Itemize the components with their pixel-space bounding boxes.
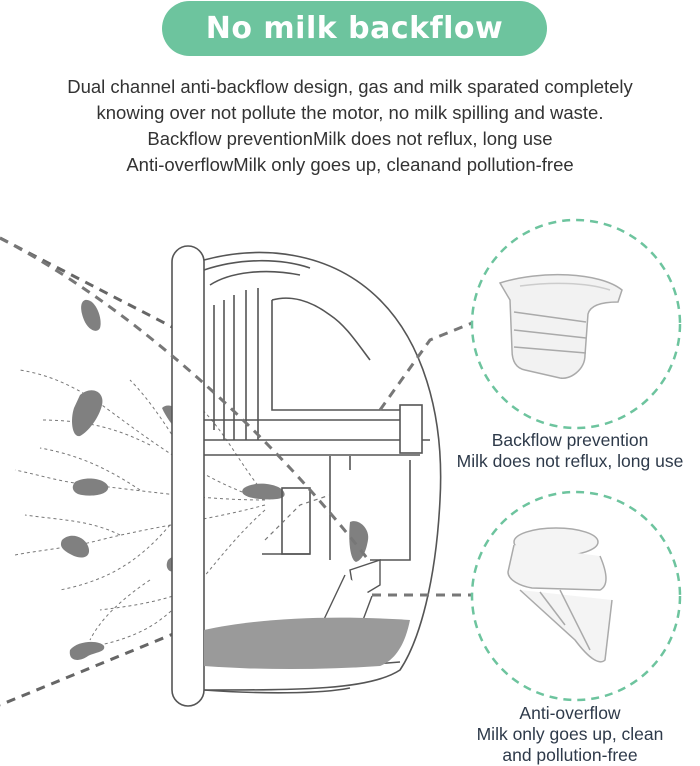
overflow-valve-part: [507, 527, 613, 663]
description-line-2: knowing over not pollute the motor, no m…: [96, 102, 604, 123]
callout-leaders: [0, 236, 473, 597]
collected-milk: [204, 617, 410, 669]
backflow-caption-title: Backflow prevention: [491, 430, 649, 450]
backflow-caption-subtitle: Milk does not reflux, long use: [456, 451, 684, 471]
overflow-caption-line-2: and pollution-free: [502, 745, 638, 765]
description-line-3: Backflow preventionMilk does not reflux,…: [147, 128, 553, 149]
overflow-caption-title: Anti-overflow: [519, 703, 621, 723]
description: Dual channel anti-backflow design, gas a…: [0, 74, 700, 178]
milk-ducts: [14, 369, 266, 649]
overflow-caption-line-1: Milk only goes up, clean: [476, 724, 664, 744]
overflow-caption: Anti-overflow Milk only goes up, clean a…: [455, 703, 685, 766]
description-line-4: Anti-overflowMilk only goes up, cleanand…: [126, 154, 574, 175]
pump-body: [171, 245, 442, 707]
title-banner: No milk backflow: [162, 1, 547, 56]
backflow-caption: Backflow prevention Milk does not reflux…: [440, 430, 700, 472]
description-line-1: Dual channel anti-backflow design, gas a…: [67, 76, 633, 97]
flow-lines: [264, 494, 331, 541]
callout-circles: [470, 218, 682, 702]
backflow-valve-part: [498, 273, 623, 379]
